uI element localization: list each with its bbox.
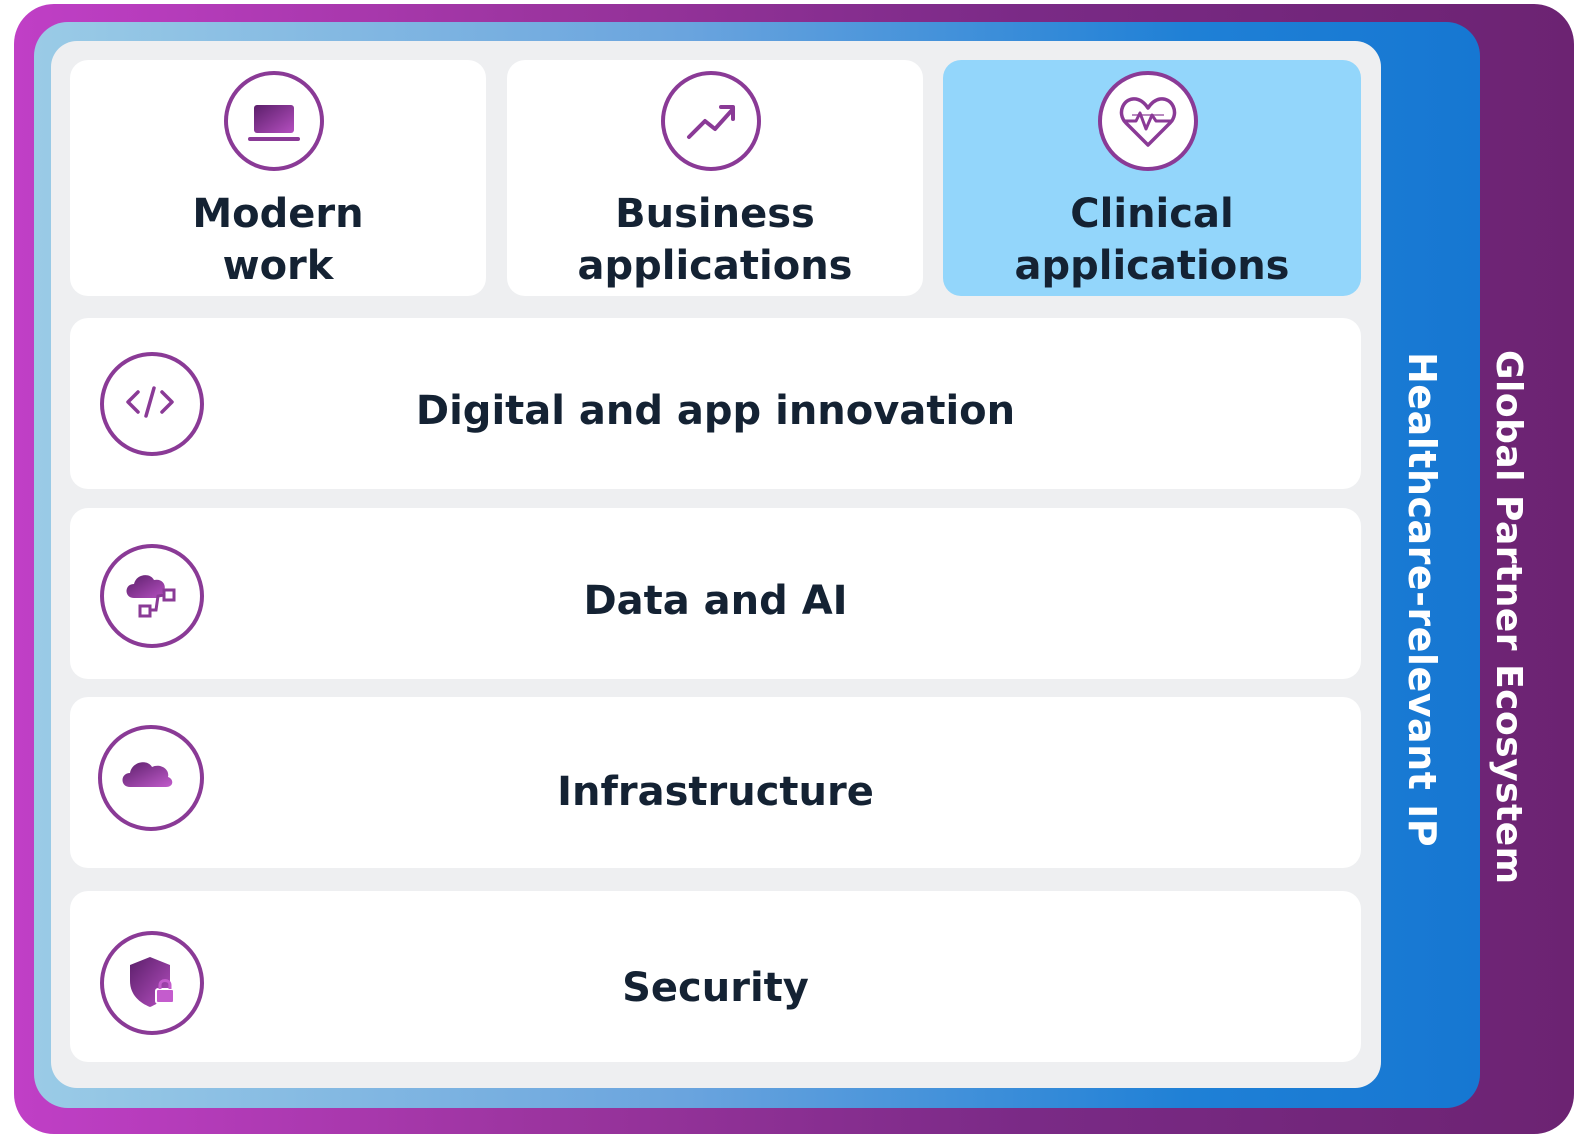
healthcare-ip-label: Healthcare-relevant IP bbox=[1400, 352, 1444, 848]
card-business-applications: Business applications bbox=[507, 60, 923, 296]
row-label: Security bbox=[622, 965, 809, 1011]
row-label: Digital and app innovation bbox=[415, 388, 1016, 434]
card-modern-work: Modern work bbox=[70, 60, 486, 296]
card-clinical-applications: Clinical applications bbox=[943, 60, 1361, 296]
row-data-and-ai: Data and AI bbox=[70, 508, 1361, 679]
row-infrastructure: Infrastructure bbox=[70, 697, 1361, 868]
row-digital-app-innovation: Digital and app innovation bbox=[70, 318, 1361, 489]
code-icon bbox=[100, 352, 204, 456]
card-label: Business applications bbox=[577, 191, 853, 289]
trending-up-icon bbox=[661, 71, 761, 171]
global-partner-ecosystem-label: Global Partner Ecosystem bbox=[1488, 350, 1529, 885]
cloud-icon bbox=[98, 725, 204, 831]
row-label: Infrastructure bbox=[557, 769, 874, 815]
laptop-icon bbox=[224, 71, 324, 171]
row-label: Data and AI bbox=[583, 578, 848, 624]
cloud-data-icon bbox=[100, 544, 204, 648]
heart-pulse-icon bbox=[1098, 71, 1198, 171]
row-security: Security bbox=[70, 891, 1361, 1062]
card-label: Modern work bbox=[192, 191, 364, 289]
shield-lock-icon bbox=[100, 931, 204, 1035]
card-label: Clinical applications bbox=[1014, 191, 1290, 289]
